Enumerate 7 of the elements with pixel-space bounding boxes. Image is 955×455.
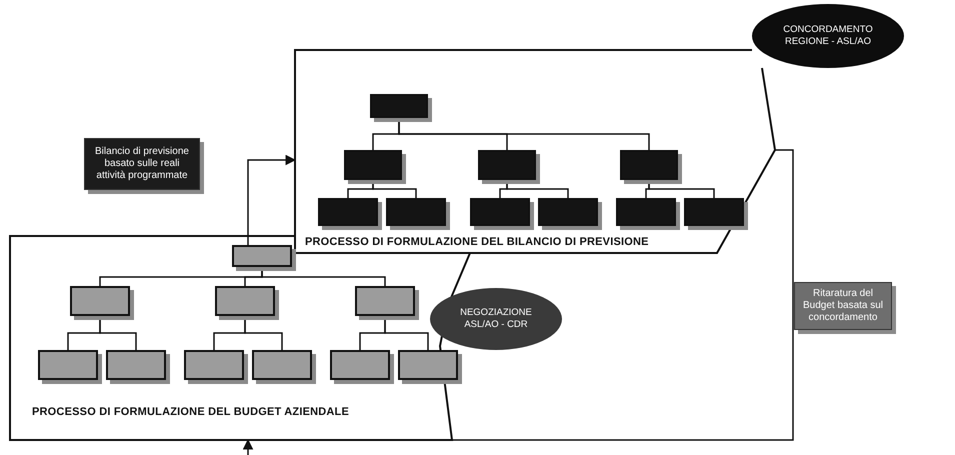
- arrow: [247, 154, 296, 245]
- frame-title: PROCESSO DI FORMULAZIONE DEL BILANCIO DI PREVISIONE: [305, 236, 649, 248]
- negotiation-ellipse: CONCORDAMENTO REGIONE - ASL/AO: [752, 4, 904, 68]
- negotiation-ellipse: NEGOZIAZIONE ASL/AO - CDR: [430, 288, 562, 350]
- connector-line: [452, 149, 794, 441]
- frame-title: PROCESSO DI FORMULAZIONE DEL BUDGET AZIENDALE: [32, 406, 350, 418]
- arrow: [242, 438, 254, 455]
